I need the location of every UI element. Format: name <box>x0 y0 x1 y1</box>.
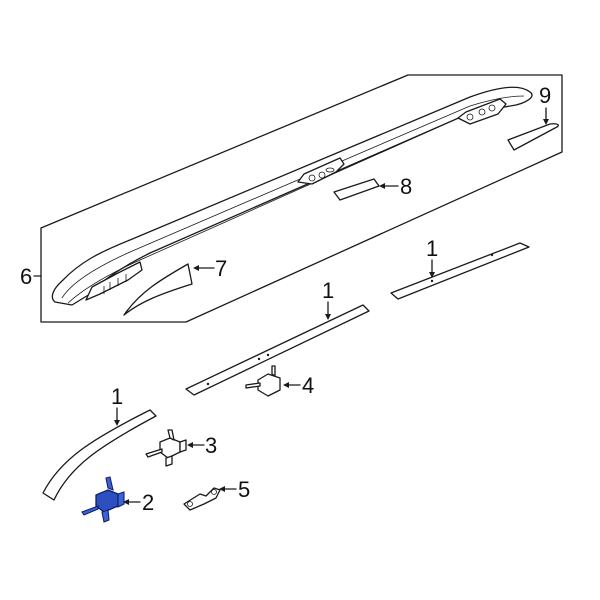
callout-9: 9 <box>539 83 551 108</box>
callout-8: 8 <box>400 174 412 199</box>
part-1-front-molding <box>42 407 157 501</box>
callout-6: 6 <box>20 264 32 289</box>
assembly-box <box>33 74 563 323</box>
callout-3: 3 <box>205 433 217 458</box>
callout-1-front: 1 <box>111 384 123 409</box>
callout-5: 5 <box>238 477 250 502</box>
callout-1-rear: 1 <box>426 236 438 261</box>
part-5-bracket <box>183 486 237 511</box>
part-3-clip <box>145 429 205 467</box>
part-2-clip-highlighted <box>81 476 141 523</box>
part-1-center-molding <box>185 301 370 396</box>
part-7-front-cover <box>123 263 215 316</box>
part-1-rear-molding <box>390 242 530 300</box>
callout-2: 2 <box>142 490 154 515</box>
roof-rail <box>51 86 533 306</box>
part-4-clip <box>245 365 301 397</box>
callout-1-center: 1 <box>322 278 334 303</box>
callout-7: 7 <box>215 256 227 281</box>
part-9-rear-cover <box>507 107 559 151</box>
part-8-center-cover <box>333 178 399 201</box>
callout-4: 4 <box>302 373 314 398</box>
